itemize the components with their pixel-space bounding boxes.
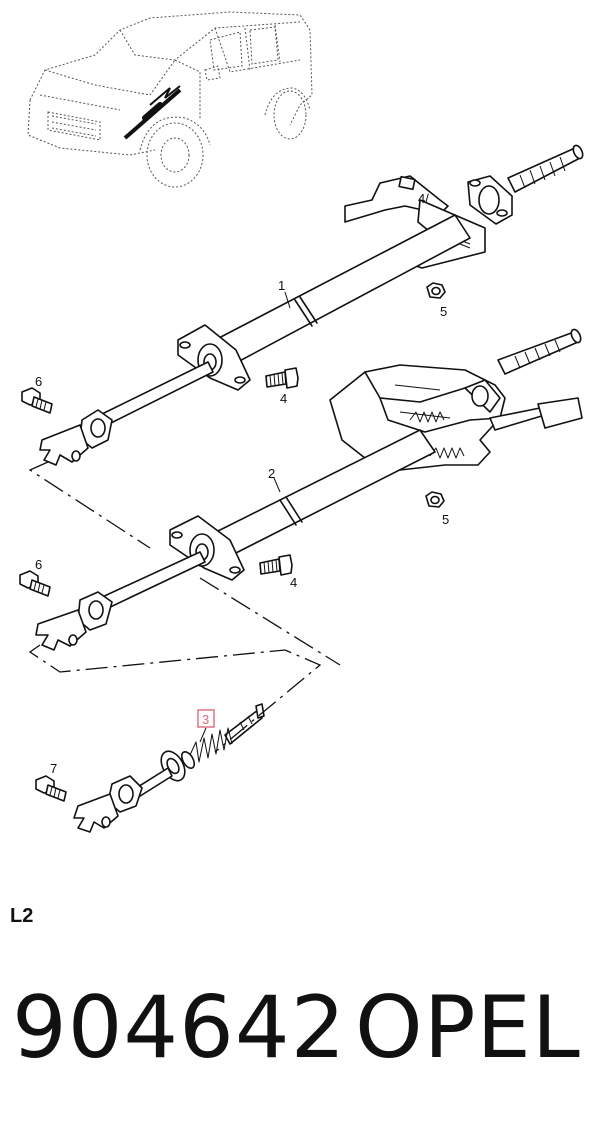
callout-6-lower: 6	[35, 557, 42, 572]
diagram-code-label: L2	[10, 905, 34, 927]
callout-4-lower: 4	[290, 575, 297, 590]
callout-3-highlight-box	[197, 709, 215, 728]
brand-name: OPEL	[355, 978, 581, 1078]
nut-5-lower	[425, 491, 445, 508]
bolt-4-upper	[265, 367, 299, 389]
part-number: 904642	[12, 978, 347, 1078]
leader-lines	[199, 291, 291, 743]
bolt-6-upper	[21, 387, 53, 414]
steering-column-lower	[35, 328, 583, 651]
assembly-guide-lines	[28, 461, 341, 753]
bolt-6-lower	[19, 570, 51, 597]
callout-2: 2	[268, 466, 275, 481]
callout-5-lower: 5	[442, 512, 449, 527]
callout-7: 7	[50, 761, 57, 776]
vehicle-locator-illustration	[27, 11, 313, 188]
callout-3: 3	[202, 712, 209, 727]
steering-column-exploded-diagram: 4/	[19, 11, 584, 833]
steering-column-upper: 4/	[39, 144, 584, 466]
callout-5-upper: 5	[440, 304, 447, 319]
intermediate-shaft-3	[73, 703, 265, 833]
bolt-4-lower	[259, 554, 293, 576]
callout-labels: 1 2 3 4 4 5 5 6 6 7	[35, 278, 449, 776]
callout-6-upper: 6	[35, 374, 42, 389]
callout-4-upper: 4	[280, 391, 287, 406]
bolt-7	[35, 775, 67, 802]
callout-1: 1	[278, 278, 285, 293]
nut-5-upper	[426, 282, 446, 299]
svg-text:4/: 4/	[418, 191, 429, 206]
